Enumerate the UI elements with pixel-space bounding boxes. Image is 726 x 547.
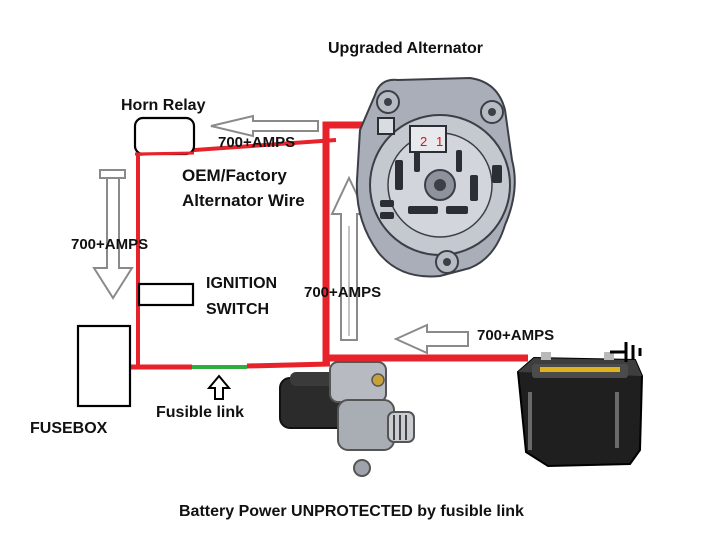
- starter-motor-icon: [279, 361, 415, 477]
- current-label-left: 700+AMPS: [71, 236, 149, 253]
- oem-wire-label-line2: Alternator Wire: [182, 191, 305, 210]
- alternator-icon: [355, 76, 516, 278]
- horn-relay-box: [133, 116, 196, 156]
- current-label-center: 700+AMPS: [304, 284, 382, 301]
- fusible-link-label: Fusible link: [156, 404, 245, 421]
- fusible-link-arrow: [206, 374, 232, 400]
- ignition-label-line1: IGNITION: [206, 275, 278, 292]
- current-label-battery: 700+AMPS: [477, 327, 555, 344]
- ground-symbol-icon: [610, 342, 642, 362]
- car-battery-icon: [516, 352, 644, 468]
- alternator-terminal-mark-1: 1: [436, 134, 443, 149]
- fusebox-label: FUSEBOX: [30, 420, 108, 437]
- current-arrow-battery: [393, 323, 469, 355]
- alternator-terminal-mark-2: 2: [420, 134, 427, 149]
- oem-wire-label-line1: OEM/Factory: [182, 166, 287, 185]
- starter-feed-wire: [246, 361, 331, 369]
- current-label-top: 700+AMPS: [218, 134, 296, 151]
- diagram-caption: Battery Power UNPROTECTED by fusible lin…: [179, 503, 524, 520]
- diagram-title: Upgraded Alternator: [328, 40, 483, 57]
- fusebox-box: [76, 324, 132, 408]
- horn-relay-label: Horn Relay: [121, 97, 206, 114]
- current-arrow-top: [210, 114, 319, 138]
- wiring: [130, 121, 528, 370]
- ignition-switch-box: [137, 282, 195, 307]
- ignition-label-line2: SWITCH: [206, 301, 270, 318]
- current-arrow-left: [99, 169, 126, 179]
